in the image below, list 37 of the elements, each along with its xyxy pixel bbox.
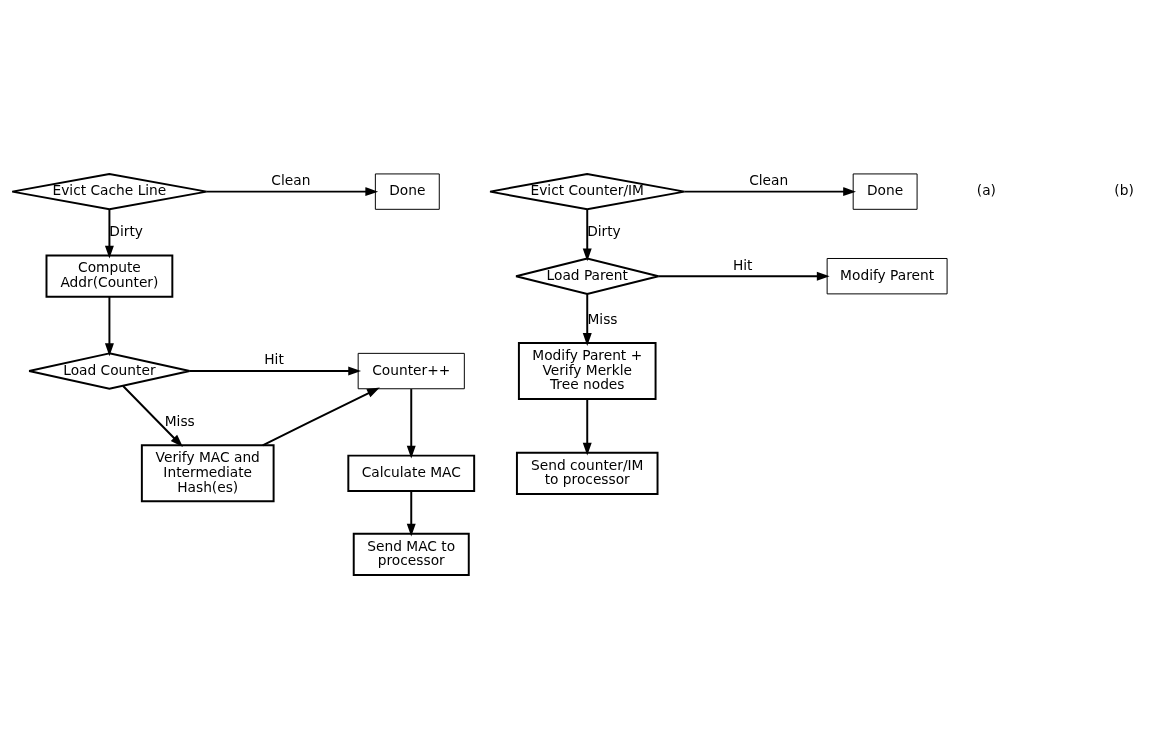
edge-label: Dirty	[587, 223, 621, 240]
node-box: Verify MAC and Intermediate Hash(es)	[140, 444, 275, 503]
arrow	[104, 208, 114, 259]
label: (b)	[1114, 182, 1134, 199]
node-diamond: Load Counter	[28, 352, 191, 390]
node-diamond: Load Parent	[515, 257, 660, 295]
edge-label: Dirty	[109, 223, 143, 240]
arrow	[657, 271, 830, 281]
arrow	[683, 187, 856, 197]
node-box: Modify Parent	[826, 258, 948, 295]
edge-label: Clean	[749, 171, 789, 188]
node-box: Send counter/IM to processor	[515, 451, 659, 495]
arrow	[104, 295, 114, 357]
node-box: Send MAC to processor	[352, 532, 470, 577]
arrow	[582, 208, 592, 262]
node-diamond: Evict Cache Line	[11, 172, 208, 211]
label: (a)	[976, 182, 996, 199]
node-diamond: Evict Counter/IM	[489, 172, 686, 211]
node-box: Modify Parent + Verify Merkle Tree nodes	[517, 342, 657, 401]
node-box: Counter++	[357, 352, 465, 390]
edge-label: Hit	[264, 351, 284, 368]
arrow	[122, 385, 183, 448]
node-box: Done	[374, 173, 440, 210]
arrow	[406, 388, 416, 459]
arrow	[582, 398, 592, 456]
arrow	[406, 490, 416, 537]
edge-label: Miss	[164, 412, 195, 429]
arrow	[188, 366, 362, 376]
arrow	[261, 387, 380, 447]
edge-label: Miss	[587, 310, 618, 327]
edge-label: Hit	[732, 256, 753, 273]
edge-label: Clean	[271, 171, 311, 188]
arrow	[582, 293, 592, 346]
node-box: Done	[852, 173, 918, 210]
node-box: Calculate MAC	[347, 454, 476, 492]
node-box: Compute Addr(Counter)	[45, 254, 174, 298]
arrow	[205, 187, 379, 197]
